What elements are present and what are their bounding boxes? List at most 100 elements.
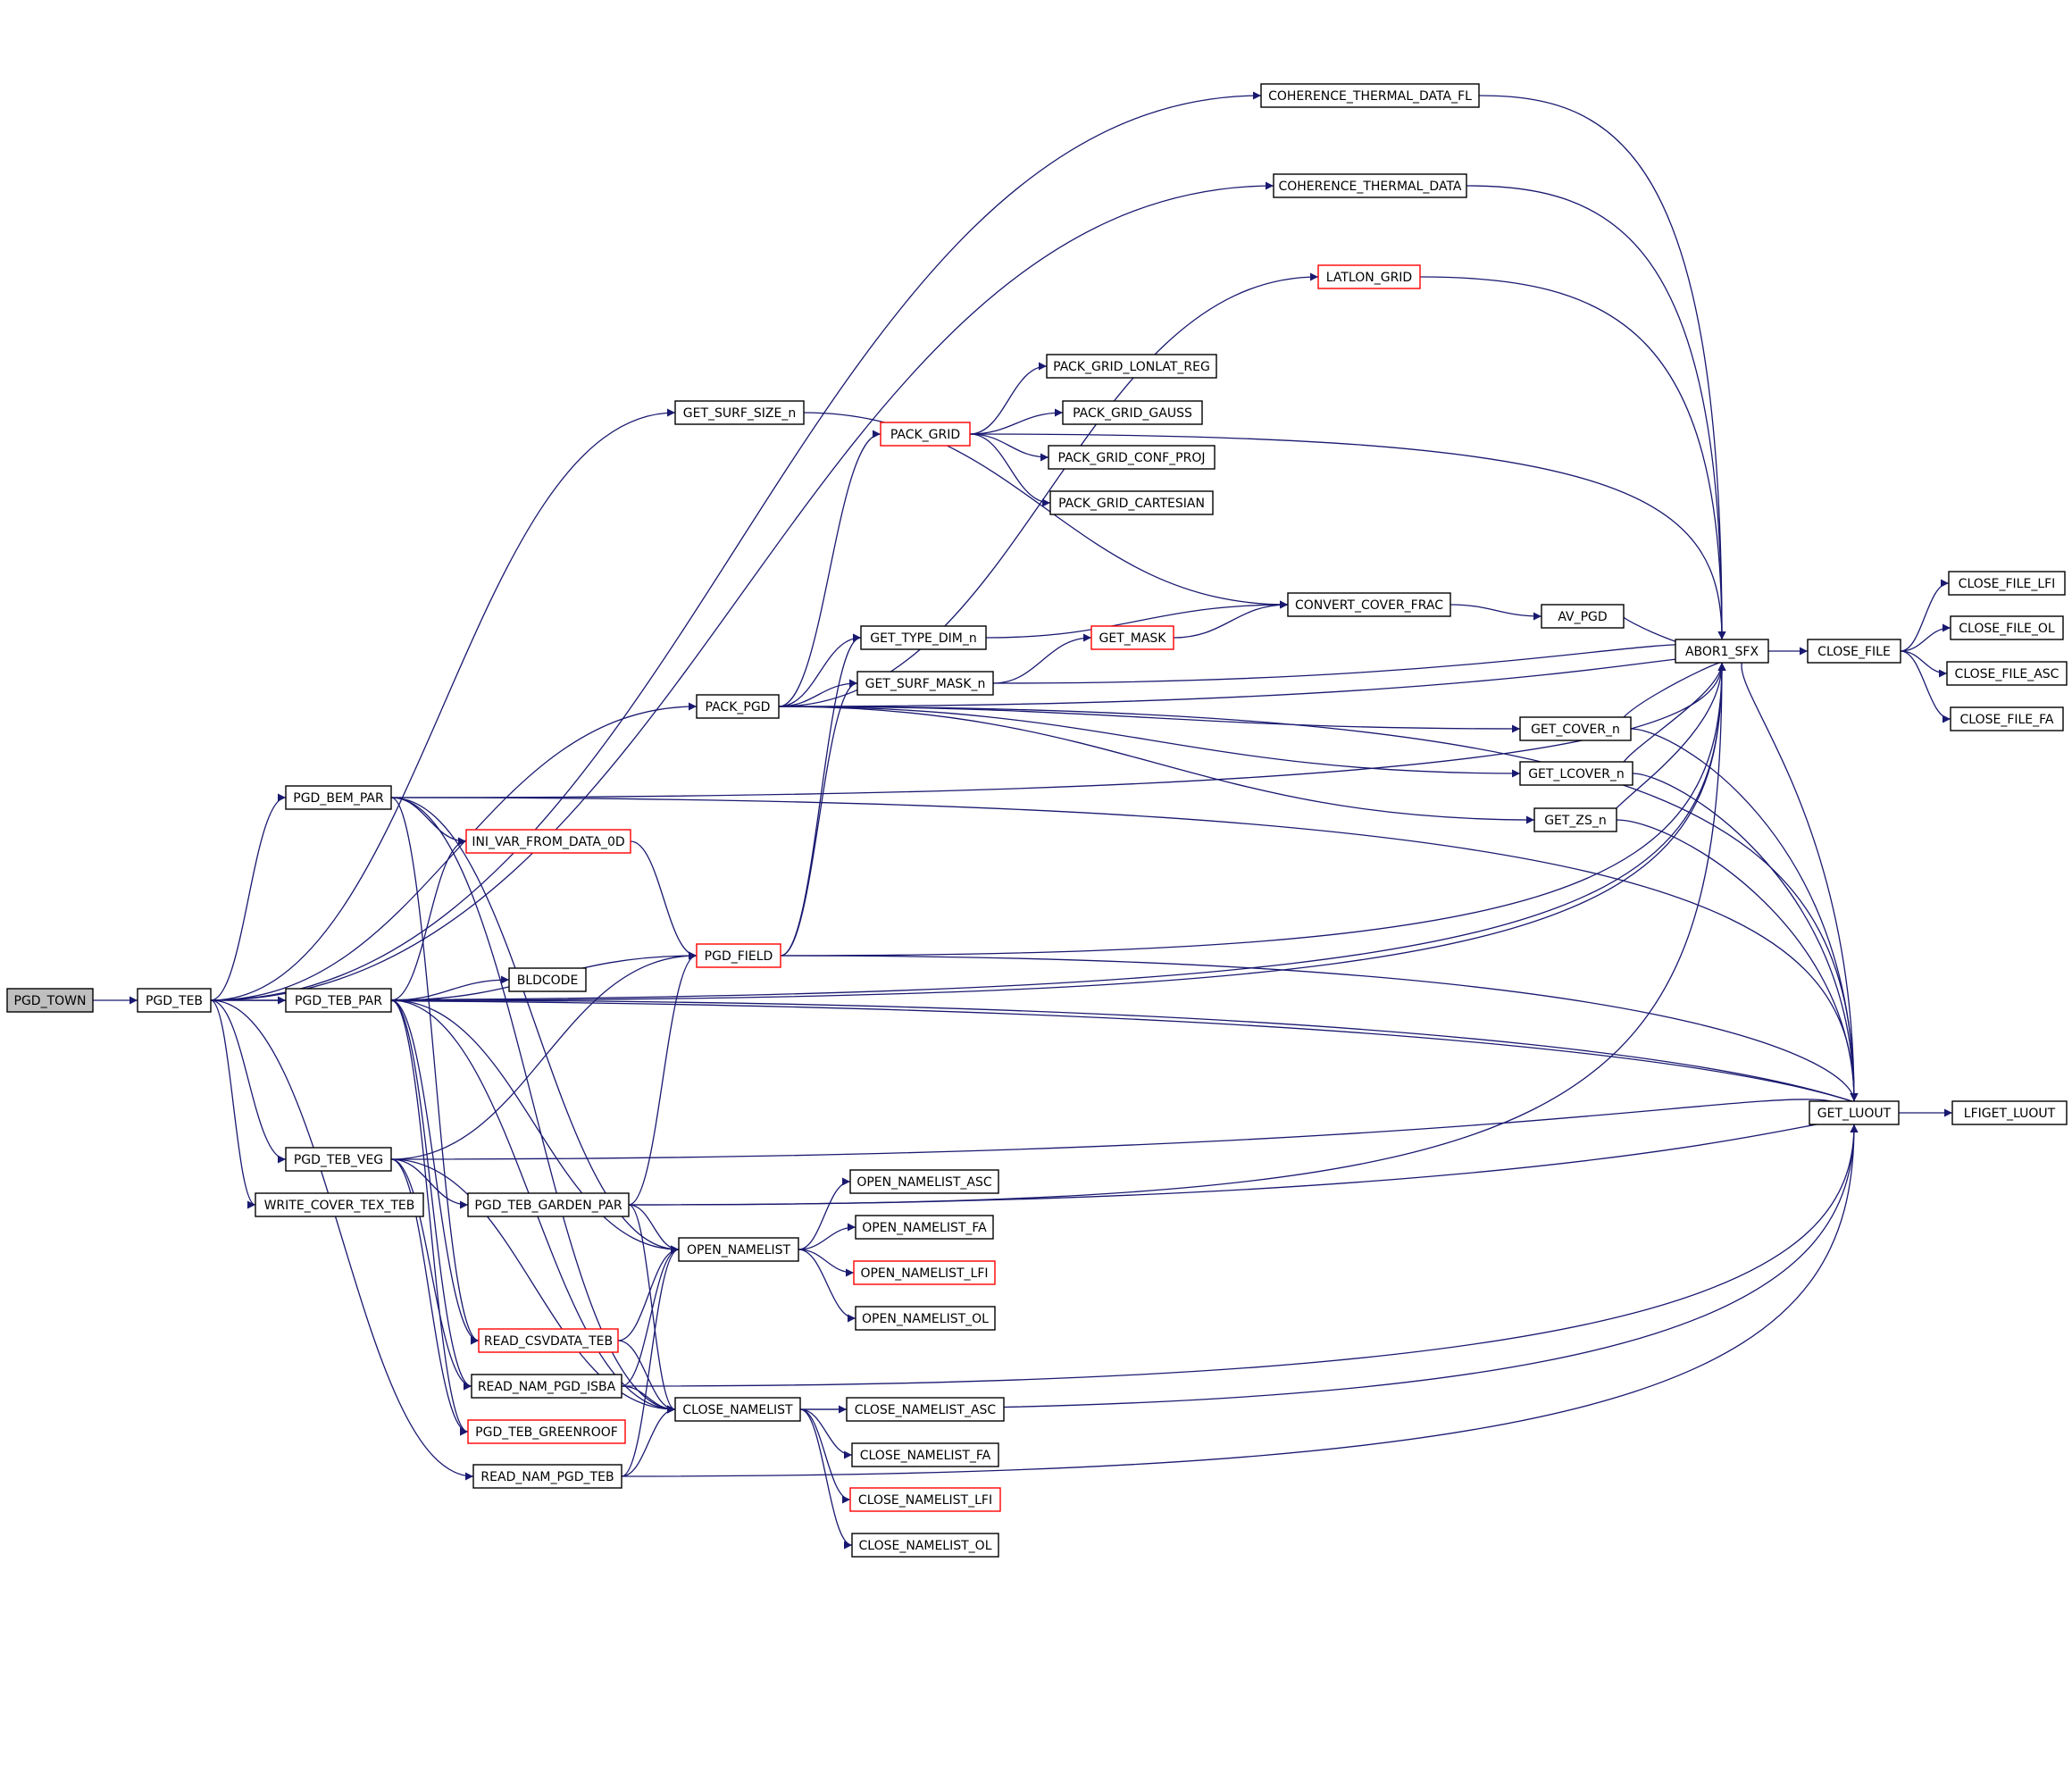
node-box-pgd-teb-greenroof[interactable] [467,1419,626,1444]
node-box-pack-grid-cartesian[interactable] [1049,490,1214,515]
node-close-file-asc[interactable]: CLOSE_FILE_ASC [1946,661,2068,686]
node-box-close-file-ol[interactable] [1950,615,2064,640]
node-open-namelist[interactable]: OPEN_NAMELIST [678,1237,799,1262]
node-box-read-nam-pgd-isba[interactable] [471,1374,622,1399]
node-box-pack-grid-gauss[interactable] [1062,400,1203,425]
node-box-pgd-teb-garden-par[interactable] [467,1192,630,1217]
node-box-close-file-asc[interactable] [1946,661,2068,686]
node-get-surf-size-n[interactable]: GET_SURF_SIZE_n [674,400,805,425]
node-pgd-bem-par[interactable]: PGD_BEM_PAR [285,785,392,810]
node-box-close-namelist-lfi[interactable] [849,1487,1001,1512]
node-read-nam-pgd-teb[interactable]: READ_NAM_PGD_TEB [472,1464,622,1489]
node-close-namelist[interactable]: CLOSE_NAMELIST [674,1397,801,1422]
node-pack-grid-lonlat-reg[interactable]: PACK_GRID_LONLAT_REG [1046,354,1217,379]
node-close-file-fa[interactable]: CLOSE_FILE_FA [1950,706,2064,731]
node-box-pack-grid-lonlat-reg[interactable] [1046,354,1217,379]
node-box-get-type-dim-n[interactable] [860,625,987,650]
node-box-get-luout[interactable] [1809,1100,1900,1125]
node-open-namelist-fa[interactable]: OPEN_NAMELIST_FA [855,1215,994,1240]
node-box-open-namelist-lfi[interactable] [853,1260,996,1285]
node-box-get-cover-n[interactable] [1519,716,1632,741]
node-box-abor1-sfx[interactable] [1675,639,1769,664]
node-convert-cover-frac[interactable]: CONVERT_COVER_FRAC [1287,592,1451,617]
node-pack-grid-gauss[interactable]: PACK_GRID_GAUSS [1062,400,1203,425]
node-box-close-file-fa[interactable] [1950,706,2064,731]
node-box-coherence-thermal-data[interactable] [1273,173,1467,198]
node-box-pgd-town[interactable] [6,988,94,1013]
node-pack-grid-conf-proj[interactable]: PACK_GRID_CONF_PROJ [1048,445,1216,470]
node-box-get-lcover-n[interactable] [1519,761,1633,786]
node-lfiget-luout[interactable]: LFIGET_LUOUT [1951,1100,2068,1125]
node-box-get-surf-mask-n[interactable] [856,671,994,696]
node-box-get-surf-size-n[interactable] [674,400,805,425]
node-box-open-namelist-ol[interactable] [855,1306,996,1331]
node-write-cover-tex-teb[interactable]: WRITE_COVER_TEX_TEB [255,1192,424,1217]
node-box-pgd-teb[interactable] [137,988,212,1013]
node-box-pgd-teb-veg[interactable] [285,1147,392,1172]
node-box-write-cover-tex-teb[interactable] [255,1192,424,1217]
node-pgd-teb-garden-par[interactable]: PGD_TEB_GARDEN_PAR [467,1192,630,1217]
node-pgd-teb-greenroof[interactable]: PGD_TEB_GREENROOF [467,1419,626,1444]
node-close-namelist-asc[interactable]: CLOSE_NAMELIST_ASC [846,1397,1005,1422]
node-pack-grid[interactable]: PACK_GRID [880,422,971,447]
node-box-ini-var-from-data-0d[interactable] [465,829,631,854]
node-close-file[interactable]: CLOSE_FILE [1807,639,1901,664]
node-close-namelist-ol[interactable]: CLOSE_NAMELIST_OL [851,1533,999,1558]
node-box-lfiget-luout[interactable] [1951,1100,2068,1125]
node-pack-pgd[interactable]: PACK_PGD [696,694,780,719]
node-box-get-mask[interactable] [1090,625,1174,650]
node-box-pgd-teb-par[interactable] [285,988,392,1013]
node-box-latlon-grid[interactable] [1317,264,1421,289]
node-box-read-nam-pgd-teb[interactable] [472,1464,622,1489]
node-box-close-file-lfi[interactable] [1948,571,2066,596]
node-get-zs-n[interactable]: GET_ZS_n [1533,807,1617,832]
node-box-get-zs-n[interactable] [1533,807,1617,832]
node-pgd-teb-veg[interactable]: PGD_TEB_VEG [285,1147,392,1172]
node-box-close-namelist[interactable] [674,1397,801,1422]
node-get-luout[interactable]: GET_LUOUT [1809,1100,1900,1125]
node-av-pgd[interactable]: AV_PGD [1541,604,1625,629]
node-box-read-csvdata-teb[interactable] [478,1328,619,1353]
node-box-close-namelist-ol[interactable] [851,1533,999,1558]
node-close-file-ol[interactable]: CLOSE_FILE_OL [1950,615,2064,640]
node-box-close-namelist-asc[interactable] [846,1397,1005,1422]
node-get-cover-n[interactable]: GET_COVER_n [1519,716,1632,741]
node-box-av-pgd[interactable] [1541,604,1625,629]
node-box-bldcode[interactable] [508,967,587,992]
node-box-open-namelist[interactable] [678,1237,799,1262]
node-pgd-field[interactable]: PGD_FIELD [696,943,781,968]
node-bldcode[interactable]: BLDCODE [508,967,587,992]
node-box-open-namelist-asc[interactable] [849,1169,999,1194]
node-get-type-dim-n[interactable]: GET_TYPE_DIM_n [860,625,987,650]
node-box-pack-grid[interactable] [880,422,971,447]
node-box-close-file[interactable] [1807,639,1901,664]
node-open-namelist-ol[interactable]: OPEN_NAMELIST_OL [855,1306,996,1331]
node-abor1-sfx[interactable]: ABOR1_SFX [1675,639,1769,664]
node-read-nam-pgd-isba[interactable]: READ_NAM_PGD_ISBA [471,1374,622,1399]
node-close-namelist-lfi[interactable]: CLOSE_NAMELIST_LFI [849,1487,1001,1512]
node-box-pack-pgd[interactable] [696,694,780,719]
node-coherence-thermal-data[interactable]: COHERENCE_THERMAL_DATA [1273,173,1467,198]
node-read-csvdata-teb[interactable]: READ_CSVDATA_TEB [478,1328,619,1353]
node-open-namelist-asc[interactable]: OPEN_NAMELIST_ASC [849,1169,999,1194]
node-latlon-grid[interactable]: LATLON_GRID [1317,264,1421,289]
node-pack-grid-cartesian[interactable]: PACK_GRID_CARTESIAN [1049,490,1214,515]
node-pgd-town[interactable]: PGD_TOWN [6,988,94,1013]
node-get-surf-mask-n[interactable]: GET_SURF_MASK_n [856,671,994,696]
node-ini-var-from-data-0d[interactable]: INI_VAR_FROM_DATA_0D [465,829,631,854]
node-box-close-namelist-fa[interactable] [851,1442,999,1467]
node-box-coherence-thermal-data-fl[interactable] [1260,83,1480,108]
node-box-pgd-field[interactable] [696,943,781,968]
node-coherence-thermal-data-fl[interactable]: COHERENCE_THERMAL_DATA_FL [1260,83,1480,108]
node-pgd-teb[interactable]: PGD_TEB [137,988,212,1013]
node-box-open-namelist-fa[interactable] [855,1215,994,1240]
node-get-mask[interactable]: GET_MASK [1090,625,1174,650]
node-close-namelist-fa[interactable]: CLOSE_NAMELIST_FA [851,1442,999,1467]
node-pgd-teb-par[interactable]: PGD_TEB_PAR [285,988,392,1013]
node-box-pack-grid-conf-proj[interactable] [1048,445,1216,470]
node-box-convert-cover-frac[interactable] [1287,592,1451,617]
node-open-namelist-lfi[interactable]: OPEN_NAMELIST_LFI [853,1260,996,1285]
node-get-lcover-n[interactable]: GET_LCOVER_n [1519,761,1633,786]
node-close-file-lfi[interactable]: CLOSE_FILE_LFI [1948,571,2066,596]
node-box-pgd-bem-par[interactable] [285,785,392,810]
